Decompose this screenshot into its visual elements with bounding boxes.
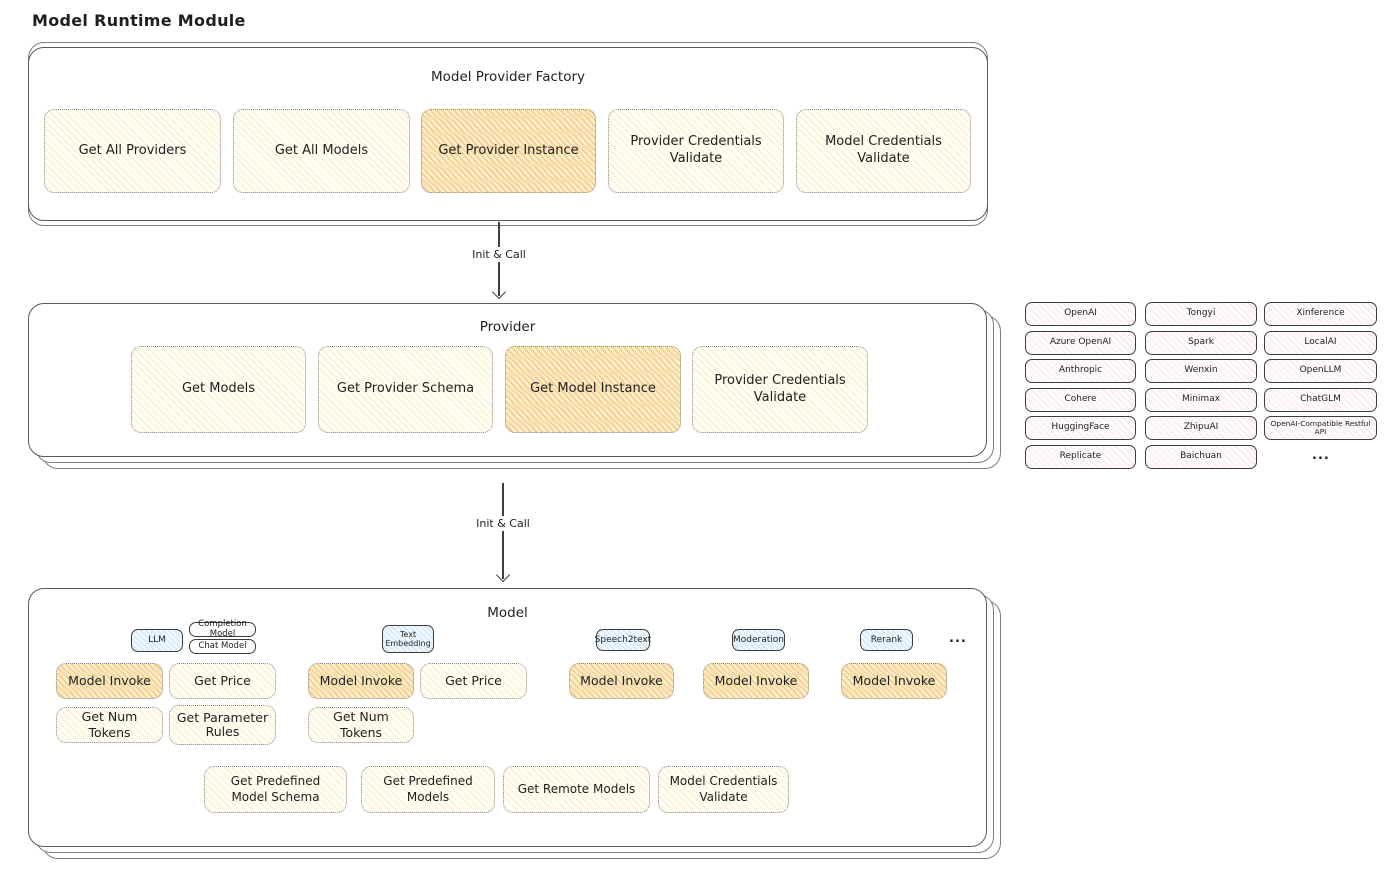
provider-chip-spark: Spark xyxy=(1145,331,1257,355)
embedding-get-num-tokens-button: Get Num Tokens xyxy=(308,707,414,743)
provider-chip-anthropic: Anthropic xyxy=(1025,359,1136,383)
provider-chip-wenxin: Wenxin xyxy=(1145,359,1257,383)
provider-registry-ellipsis: ... xyxy=(1312,448,1330,463)
provider-chip-localai: LocalAI xyxy=(1264,331,1377,355)
rerank-model-invoke-button: Model Invoke xyxy=(841,663,947,699)
tab-llm: LLM xyxy=(131,629,183,652)
arrow-down-icon xyxy=(495,567,510,583)
factory-button-get-all-models: Get All Models xyxy=(233,109,410,193)
model-panel: Model LLM Completion Model Chat Model Te… xyxy=(28,588,987,847)
llm-get-num-tokens-button: Get Num Tokens xyxy=(56,707,163,743)
get-predefined-model-schema-button: Get Predefined Model Schema xyxy=(204,766,347,813)
provider-chip-cohere: Cohere xyxy=(1025,388,1136,412)
provider-panel: Provider Get Models Get Provider Schema … xyxy=(28,303,987,457)
arrow-label: Init & Call xyxy=(469,515,537,531)
llm-model-invoke-button: Model Invoke xyxy=(56,663,163,699)
embedding-get-price-button: Get Price xyxy=(420,663,527,699)
provider-chip-minimax: Minimax xyxy=(1145,388,1257,412)
moderation-model-invoke-button: Model Invoke xyxy=(703,663,809,699)
tab-rerank: Rerank xyxy=(860,629,913,651)
speech2text-model-invoke-button: Model Invoke xyxy=(569,663,674,699)
arrow-line xyxy=(502,483,504,579)
tab-text-embedding: Text Embedding xyxy=(382,625,434,653)
tab-completion-model: Completion Model xyxy=(189,619,256,638)
provider-button-provider-credentials-validate: Provider Credentials Validate xyxy=(692,346,868,433)
provider-chip-tongyi: Tongyi xyxy=(1145,302,1257,326)
get-remote-models-button: Get Remote Models xyxy=(503,766,650,813)
model-tabs-ellipsis: ... xyxy=(949,631,967,646)
get-predefined-models-button: Get Predefined Models xyxy=(361,766,495,813)
provider-chip-huggingface: HuggingFace xyxy=(1025,416,1136,440)
provider-button-get-models: Get Models xyxy=(131,346,306,433)
factory-panel: Model Provider Factory Get All Providers… xyxy=(28,47,988,221)
provider-chip-zhipuai: ZhipuAI xyxy=(1145,416,1257,440)
provider-chip-azure-openai: Azure OpenAI xyxy=(1025,331,1136,355)
provider-chip-openllm: OpenLLM xyxy=(1264,359,1377,383)
llm-get-price-button: Get Price xyxy=(169,663,276,699)
llm-get-parameter-rules-button: Get Parameter Rules xyxy=(169,705,276,745)
provider-chip-openai: OpenAI xyxy=(1025,302,1136,326)
provider-chip-openai-compatible: OpenAI-Compatible Restful API xyxy=(1264,416,1377,440)
embedding-model-invoke-button: Model Invoke xyxy=(308,663,414,699)
provider-chip-baichuan: Baichuan xyxy=(1145,445,1257,469)
factory-button-get-provider-instance: Get Provider Instance xyxy=(421,109,596,193)
tab-chat-model: Chat Model xyxy=(189,639,256,654)
provider-title: Provider xyxy=(479,319,536,335)
factory-title: Model Provider Factory xyxy=(430,69,585,85)
model-title: Model xyxy=(487,605,528,621)
arrow-label: Init & Call xyxy=(465,247,533,263)
provider-chip-replicate: Replicate xyxy=(1025,445,1136,469)
tab-speech2text: Speech2text xyxy=(595,629,651,651)
factory-button-provider-credentials-validate: Provider Credentials Validate xyxy=(608,109,784,193)
provider-button-get-model-instance: Get Model Instance xyxy=(505,346,681,433)
factory-button-model-credentials-validate: Model Credentials Validate xyxy=(796,109,971,193)
page-title: Model Runtime Module xyxy=(32,11,246,30)
tab-moderation: Moderation xyxy=(732,629,785,651)
model-credentials-validate-button: Model Credentials Validate xyxy=(658,766,789,813)
arrow-down-icon xyxy=(491,284,506,300)
provider-button-get-provider-schema: Get Provider Schema xyxy=(318,346,493,433)
provider-chip-chatglm: ChatGLM xyxy=(1264,388,1377,412)
factory-button-get-all-providers: Get All Providers xyxy=(44,109,221,193)
provider-chip-xinference: Xinference xyxy=(1264,302,1377,326)
